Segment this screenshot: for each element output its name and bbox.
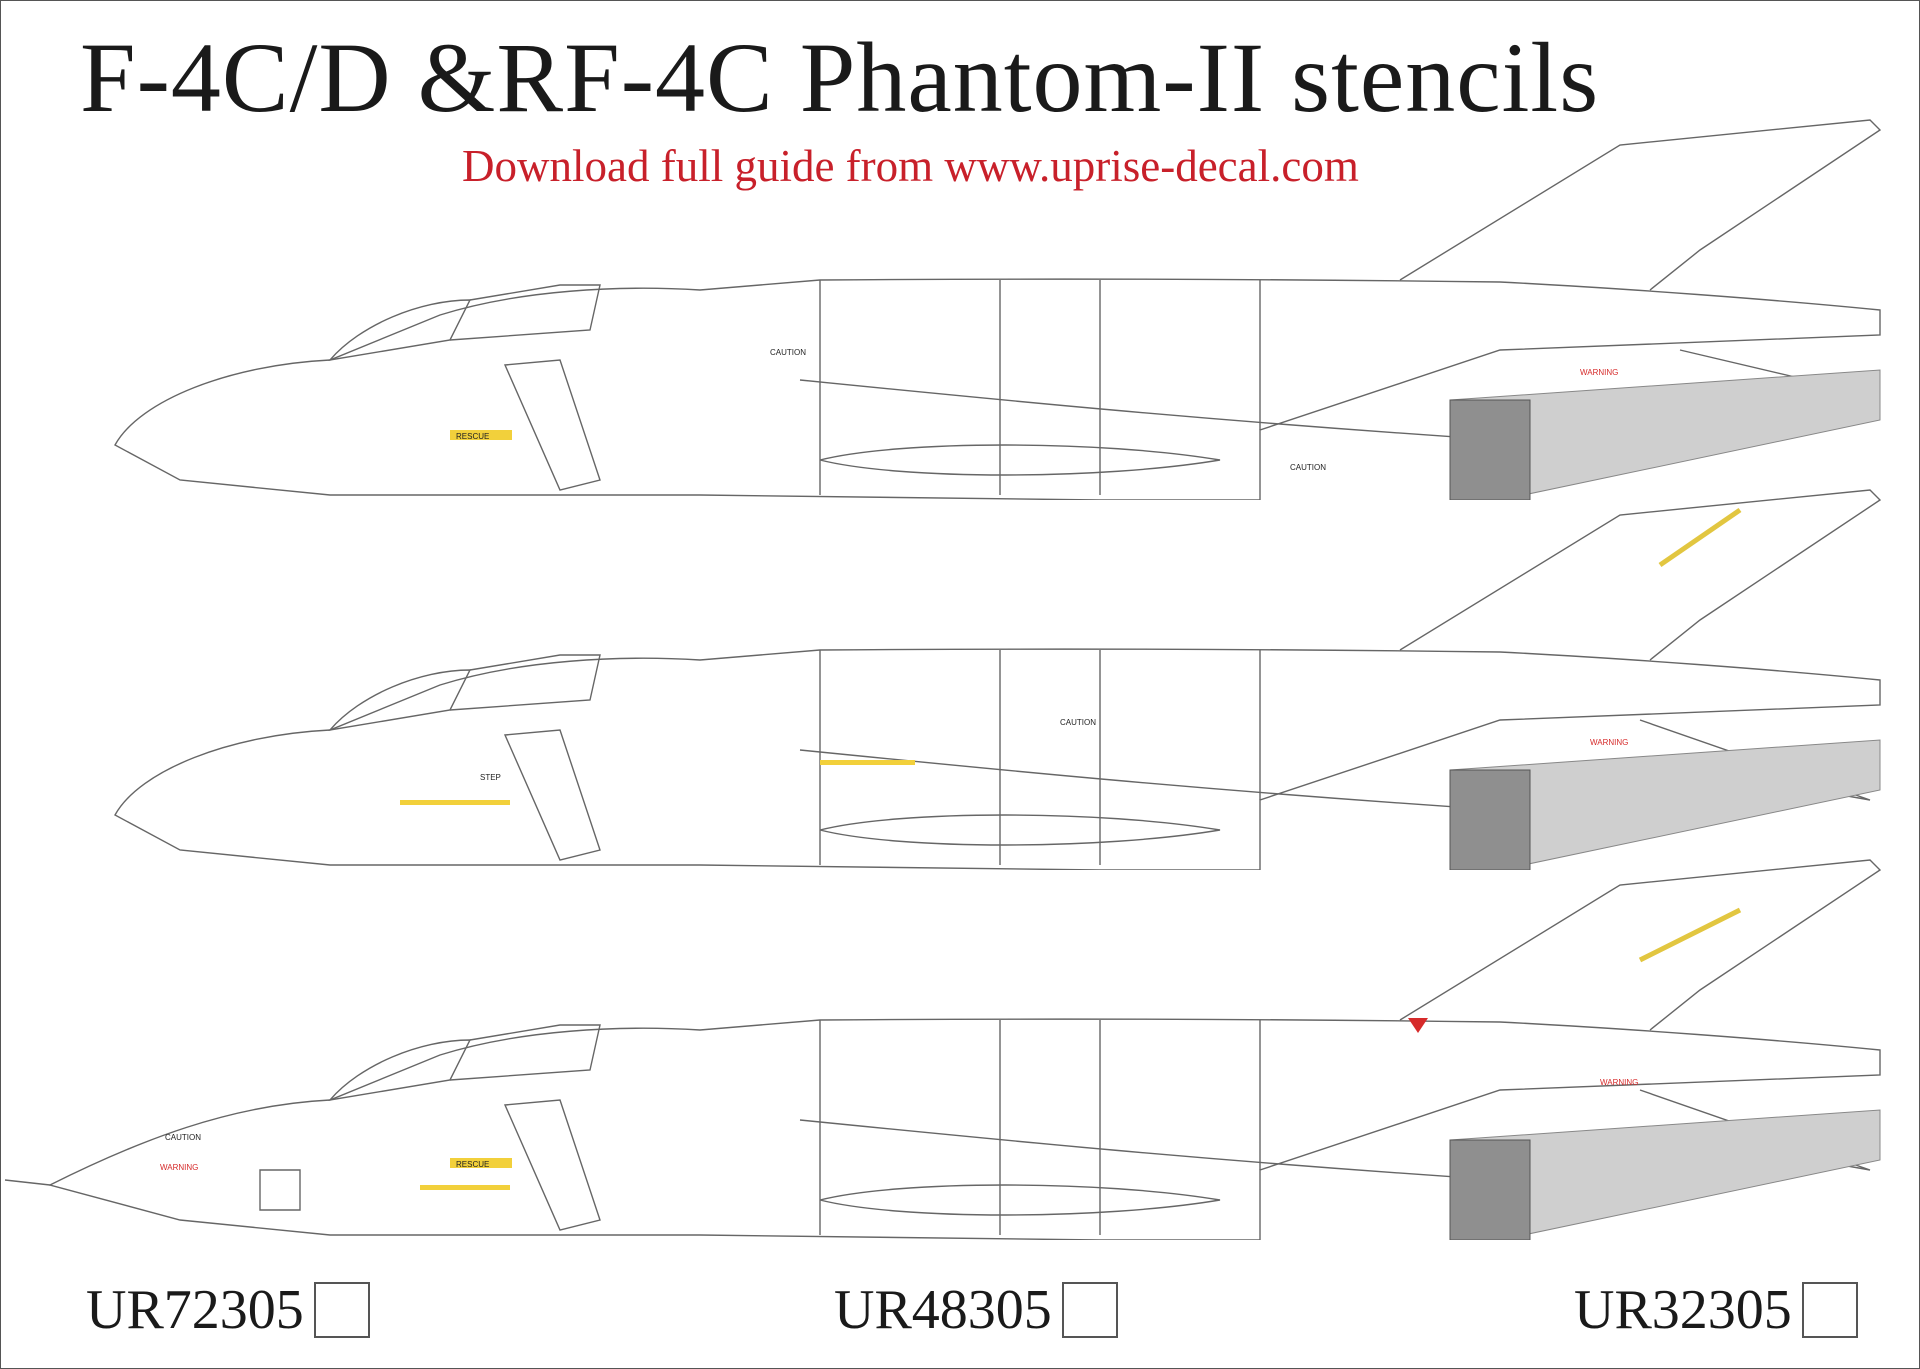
- pitot-probe: [4, 1179, 51, 1186]
- caution-stencil: CAUTION: [770, 348, 806, 357]
- fuselage-outline: [114, 278, 1881, 500]
- canopy-front: [328, 1039, 472, 1102]
- warning-stencil: WARNING: [1600, 1078, 1638, 1087]
- product-code-label: UR72305: [86, 1279, 304, 1341]
- warning-triangle: [1408, 1018, 1428, 1033]
- vertical-tail: [1399, 119, 1882, 291]
- product-checkbox[interactable]: [313, 1282, 370, 1338]
- rescue-stencil: [450, 430, 512, 440]
- rescue-stencil: [450, 1158, 512, 1168]
- fuel-tank: [819, 444, 1221, 476]
- f4c-side-profile: RESCUE CAUTION CAUTION WARNING: [114, 119, 1882, 500]
- rf4c-side-profile: RESCUE CAUTION WARNING WARNING: [4, 859, 1882, 1240]
- download-link[interactable]: Download full guide from www.uprise-deca…: [462, 141, 1359, 191]
- fuel-tank: [819, 814, 1221, 846]
- intake: [503, 729, 601, 861]
- walkway-stripe: [400, 800, 510, 805]
- vertical-tail: [1399, 489, 1882, 661]
- canopy-rear: [449, 284, 601, 341]
- product-code-label: UR32305: [1574, 1279, 1792, 1341]
- warning-stencil: WARNING: [160, 1163, 198, 1172]
- product-32-scale: UR32305: [1574, 1278, 1858, 1342]
- caution-stencil: CAUTION: [165, 1133, 201, 1142]
- wing-line: [799, 749, 1501, 811]
- exhaust-nozzle: [1449, 769, 1531, 870]
- exhaust-nozzle: [1449, 1139, 1531, 1240]
- wing-line: [799, 379, 1501, 441]
- fuel-tank: [819, 1184, 1221, 1216]
- product-48-scale: UR48305: [834, 1278, 1118, 1342]
- step-stencil: STEP: [480, 773, 501, 782]
- intake: [503, 359, 601, 491]
- canopy-front: [328, 299, 472, 362]
- warning-stencil: WARNING: [1580, 368, 1618, 377]
- walkway-stripe: [420, 1185, 510, 1190]
- product-checkbox[interactable]: [1061, 1282, 1118, 1338]
- product-code-label: UR48305: [834, 1279, 1052, 1341]
- rescue-stencil-label: RESCUE: [456, 1160, 489, 1169]
- rescue-stencil-label: RESCUE: [456, 432, 489, 441]
- canopy-front: [328, 669, 472, 732]
- exhaust-nozzle: [1449, 399, 1531, 500]
- product-checkbox[interactable]: [1801, 1282, 1858, 1338]
- canopy-rear: [449, 1024, 601, 1081]
- fuselage-outline: [114, 648, 1881, 870]
- vertical-tail: [1399, 859, 1882, 1031]
- intake: [503, 1099, 601, 1231]
- wing-line: [799, 1119, 1501, 1181]
- walkway-stripe: [820, 760, 915, 765]
- tail-walkway-stripe: [1638, 907, 1742, 963]
- product-72-scale: UR72305: [86, 1278, 370, 1342]
- caution-stencil: CAUTION: [1060, 718, 1096, 727]
- camera-window: [259, 1169, 301, 1211]
- canopy-rear: [449, 654, 601, 711]
- caution-stencil: CAUTION: [1290, 463, 1326, 472]
- warning-stencil: WARNING: [1590, 738, 1628, 747]
- page-title: F-4C/D &RF-4C Phantom-II stencils: [80, 22, 1600, 133]
- fuselage-outline: [48, 1018, 1881, 1240]
- tail-walkway-stripe: [1658, 507, 1742, 568]
- f4d-side-profile: STEP CAUTION WARNING: [114, 489, 1882, 870]
